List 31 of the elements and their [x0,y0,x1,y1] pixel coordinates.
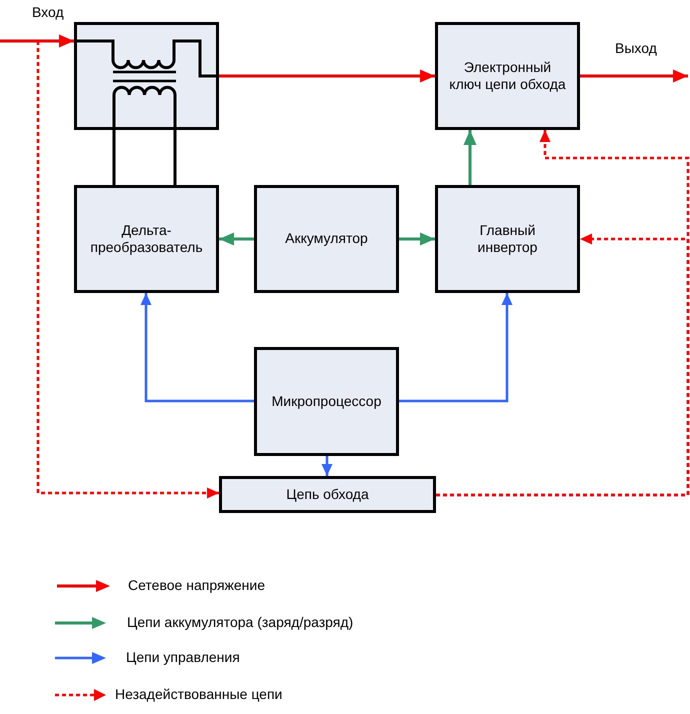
process-box [435,185,580,293]
legend-label: Сетевое напряжение [128,576,266,594]
dashed-arrow [436,234,690,496]
arrow [322,456,332,476]
node-label: Электронный ключ цепи обхода [449,58,566,94]
arrow [580,70,688,82]
arrow [0,34,74,48]
arrow [464,130,476,185]
io-label: Выход [615,39,657,57]
arrow [219,232,254,246]
dashed-arrow [36,41,219,498]
node-label: Цепь обхода [286,486,369,504]
arrow [399,232,435,246]
process-box [74,185,219,293]
process-box [254,347,399,456]
legend-label: Цепи аккумулятора (заряд/разряд) [127,613,354,631]
arrow [399,293,512,402]
process-box [254,185,399,293]
node-label: Микропроцессор [272,392,382,410]
arrow [219,70,435,82]
node-label: Главный инвертор [476,222,538,256]
node-label: Аккумулятор [285,230,368,248]
io-label: Вход [32,3,64,21]
legend-label: Незадействованные цепи [115,685,282,703]
wire [174,130,176,185]
process-box [219,476,436,513]
arrow [140,293,254,402]
legend-label: Цепи управления [126,648,240,666]
process-box [435,22,580,130]
wire [112,130,116,185]
node-label: Дельта-преобразователь [89,222,204,256]
